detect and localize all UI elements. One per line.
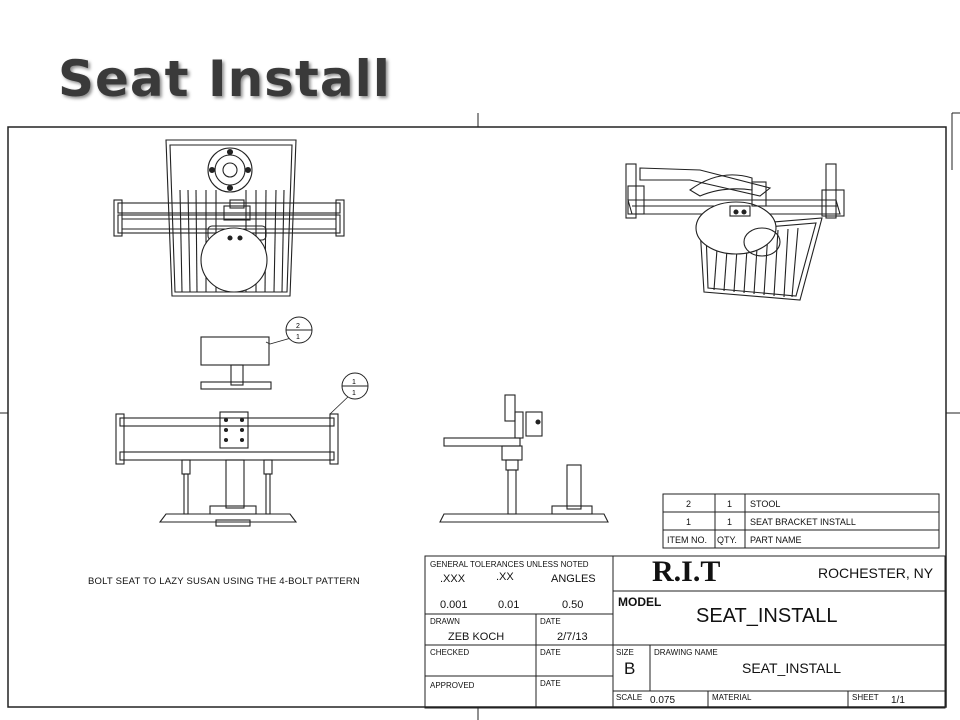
company-location: ROCHESTER, NY bbox=[818, 565, 934, 581]
balloon-1-item: 1 bbox=[352, 379, 356, 386]
sheet-value: 1/1 bbox=[891, 695, 905, 706]
checked-date-label: DATE bbox=[540, 648, 561, 657]
material-label: MATERIAL bbox=[712, 693, 752, 702]
tol-value-xxx: 0.001 bbox=[440, 599, 468, 611]
bom-header-qty: QTY. bbox=[717, 535, 737, 545]
balloon-item-1 bbox=[341, 372, 369, 400]
slide-title: Seat Install bbox=[58, 50, 391, 108]
tol-header-angles: ANGLES bbox=[551, 573, 596, 585]
company-name: R.I.T bbox=[652, 555, 721, 588]
bom-row-1-item: 2 bbox=[686, 499, 692, 509]
approved-label: APPROVED bbox=[430, 681, 475, 690]
drawing-name: SEAT_INSTALL bbox=[742, 660, 842, 676]
bom-row-2-qty: 1 bbox=[727, 517, 733, 527]
scale-value: 0.075 bbox=[650, 695, 676, 706]
bom-row-2-part: SEAT BRACKET INSTALL bbox=[750, 517, 856, 527]
tol-value-xx: 0.01 bbox=[498, 599, 520, 611]
drawn-label: DRAWN bbox=[430, 617, 460, 626]
approved-date-label: DATE bbox=[540, 679, 561, 688]
bom-row-1-qty: 1 bbox=[727, 499, 733, 509]
size-label: SIZE bbox=[616, 648, 634, 657]
drawing-name-label: DRAWING NAME bbox=[654, 648, 718, 657]
sheet-label: SHEET bbox=[852, 693, 879, 702]
balloon-2-qty: 1 bbox=[296, 334, 300, 341]
drawn-date: 2/7/13 bbox=[557, 631, 588, 643]
title-block-frame bbox=[424, 493, 946, 709]
bom-row-2-item: 1 bbox=[686, 517, 692, 527]
front-view bbox=[115, 336, 339, 527]
tol-value-angles: 0.50 bbox=[562, 599, 584, 611]
balloon-2-item: 2 bbox=[296, 323, 300, 330]
bom-row-1-part: STOOL bbox=[750, 499, 781, 509]
size-value: B bbox=[624, 659, 636, 678]
drawn-date-label: DATE bbox=[540, 617, 561, 626]
bom-header-item: ITEM NO. bbox=[667, 535, 707, 545]
tol-header-xx: .XX bbox=[496, 571, 514, 583]
tolerances-label: GENERAL TOLERANCES UNLESS NOTED bbox=[430, 560, 589, 569]
tol-header-xxx: .XXX bbox=[440, 573, 466, 585]
model-name: SEAT_INSTALL bbox=[696, 605, 838, 627]
balloon-item-2 bbox=[285, 316, 313, 344]
assembly-note: BOLT SEAT TO LAZY SUSAN USING THE 4-BOLT… bbox=[88, 576, 360, 587]
model-label: MODEL bbox=[618, 595, 662, 609]
bom-header-part: PART NAME bbox=[750, 535, 802, 545]
balloon-1-qty: 1 bbox=[352, 390, 356, 397]
top-view bbox=[113, 139, 345, 297]
side-view bbox=[439, 394, 609, 523]
isometric-view bbox=[625, 163, 845, 301]
drawn-by: ZEB KOCH bbox=[448, 631, 505, 643]
scale-label: SCALE bbox=[616, 693, 643, 702]
checked-label: CHECKED bbox=[430, 648, 470, 657]
